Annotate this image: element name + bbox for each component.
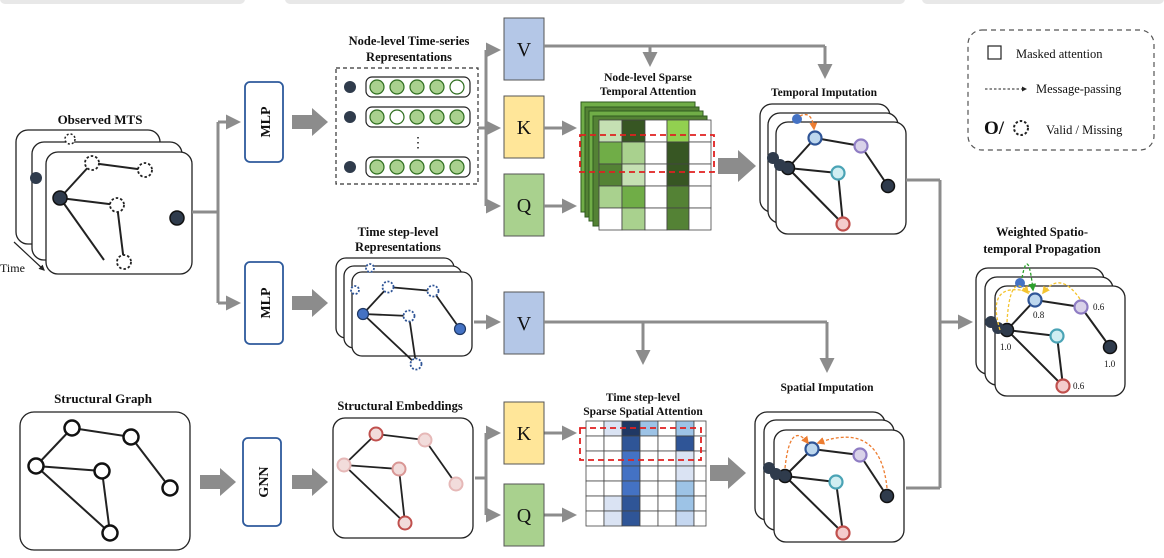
- missing-node: [137, 162, 153, 178]
- v-top-block: V: [503, 17, 545, 81]
- node-repr-panel: ⋮: [335, 67, 479, 185]
- weighted-title-1: Weighted Spatio-: [996, 225, 1088, 239]
- spatial-masked-box: [579, 427, 702, 461]
- structural-embeddings-label: Structural Embeddings: [337, 399, 463, 413]
- legend-valid-missing: Valid / Missing: [1046, 123, 1123, 137]
- masked-attention-swatch: [987, 45, 1002, 60]
- spatial-attention-matrix: [585, 420, 707, 527]
- legend-message: Message-passing: [1036, 82, 1122, 96]
- temporal-imputation-label: Temporal Imputation: [771, 87, 878, 99]
- temporal-attn-title-1: Node-level Sparse: [604, 72, 692, 84]
- merge-connectors: [906, 178, 973, 490]
- structural-graph-label: Structural Graph: [54, 391, 153, 406]
- legend: Masked attention Message-passing O/ Vali…: [967, 29, 1155, 151]
- q-top-label: Q: [517, 195, 532, 217]
- weight-1-0-a: 1.0: [1000, 342, 1012, 352]
- missing-node: [84, 155, 100, 171]
- node-repr-title-1: Node-level Time-series: [349, 34, 470, 48]
- valid-missing-glyph: O/: [984, 118, 1005, 139]
- spatial-attn-title-2: Sparse Spatial Attention: [583, 406, 703, 418]
- weight-0-8: 0.8: [1033, 310, 1045, 320]
- node-repr-title-2: Representations: [366, 50, 452, 64]
- temporal-imputation-graph: [759, 103, 907, 235]
- step-repr-title-2: Representations: [355, 240, 441, 254]
- observed-mts-label: Observed MTS: [58, 112, 143, 127]
- weight-0-6-a: 0.6: [1093, 302, 1105, 312]
- v-top-label: V: [517, 39, 532, 61]
- spatial-imputation-graph: [754, 411, 905, 543]
- observed-mts-stack: [15, 129, 193, 275]
- v-mid-label: V: [517, 313, 532, 335]
- valid-node: [169, 210, 185, 226]
- q-bot-block: Q: [503, 483, 545, 547]
- chunky-arrows: [200, 108, 756, 496]
- repr-to-qkv: [478, 42, 501, 214]
- structural-graph: [19, 411, 191, 551]
- missing-node: [109, 197, 125, 213]
- v-mid-block: V: [503, 291, 545, 355]
- mlp-top-block: MLP: [244, 81, 284, 163]
- time-arrow: [13, 241, 45, 271]
- q-bot-label: Q: [517, 505, 532, 527]
- temporal-attn-title-2: Temporal Attention: [600, 86, 697, 98]
- weight-1-0-b: 1.0: [1104, 359, 1116, 369]
- gnn-block: GNN: [242, 437, 282, 527]
- step-repr-stack: [335, 257, 473, 371]
- temporal-attention-matrix: [579, 101, 715, 231]
- weight-0-6-b: 0.6: [1073, 381, 1085, 391]
- k-top-block: K: [503, 95, 545, 159]
- mlp-mid-label: MLP: [259, 287, 274, 319]
- spatial-attn-title-1: Time step-level: [606, 392, 680, 404]
- missing-node-icon: [1013, 120, 1029, 136]
- k-bot-block: K: [503, 401, 545, 465]
- branch-connectors: [192, 114, 241, 311]
- q-top-block: Q: [503, 173, 545, 237]
- v-mid-connectors: [544, 320, 835, 373]
- mlp-top-label: MLP: [259, 106, 274, 138]
- k-bot-label: K: [517, 423, 532, 445]
- legend-masked: Masked attention: [1016, 47, 1103, 61]
- gnn-label: GNN: [257, 466, 272, 497]
- valid-node: [52, 190, 68, 206]
- structural-embeddings-graph: [332, 417, 474, 539]
- masked-attention-box: [579, 134, 715, 173]
- ellipsis: ⋮: [411, 136, 425, 151]
- time-label: Time: [0, 261, 25, 275]
- missing-node: [116, 254, 132, 270]
- embeddings-to-kq: [475, 425, 577, 523]
- spatial-imputation-label: Spatial Imputation: [781, 382, 875, 394]
- weighted-title-2: temporal Propagation: [983, 242, 1101, 256]
- top-tab-bars: [0, 0, 1164, 4]
- k-top-label: K: [517, 117, 532, 139]
- mlp-mid-block: MLP: [244, 261, 284, 345]
- weighted-propagation-graph: [975, 263, 1126, 397]
- v-top-connectors: [544, 44, 833, 214]
- step-repr-title-1: Time step-level: [358, 225, 439, 239]
